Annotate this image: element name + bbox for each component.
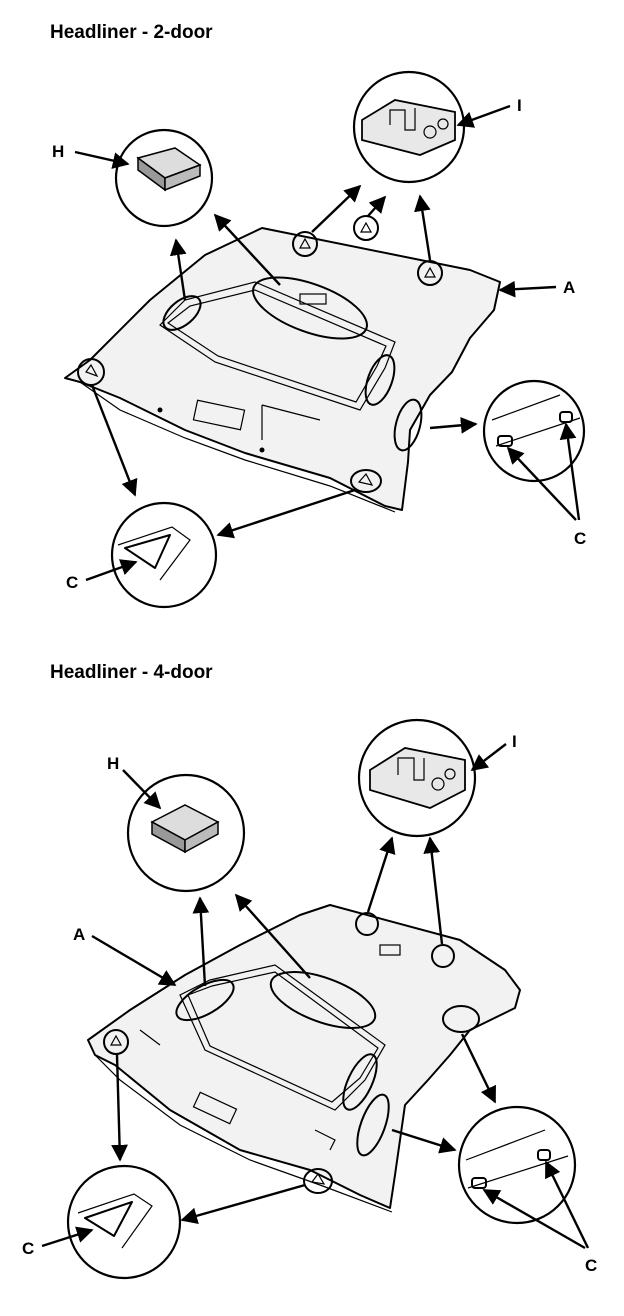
label-a-2door: A [563, 278, 576, 297]
label-a-4door: A [73, 925, 86, 944]
label-h-2door: H [52, 142, 65, 161]
label-h-4door: H [107, 754, 120, 773]
label-i-4door: I [512, 732, 517, 751]
label-c-right-4door: C [585, 1256, 598, 1275]
title-4door: Headliner - 4-door [50, 662, 213, 683]
label-c-left-2door: C [66, 573, 79, 592]
label-i-2door: I [517, 96, 522, 115]
label-c-left-4door: C [22, 1239, 35, 1258]
title-2door: Headliner - 2-door [50, 22, 213, 43]
headliner-4door-drawing [41, 718, 590, 1280]
zoom-circle-c-right-2door [482, 379, 586, 483]
headliner-2door-drawing [64, 70, 586, 609]
label-c-right-2door: C [574, 529, 587, 548]
zoom-circle-c-right-4door [457, 1105, 577, 1225]
zoom-circle-c-left-2door [110, 501, 218, 609]
zoom-circle-c-left-4door [66, 1164, 182, 1280]
